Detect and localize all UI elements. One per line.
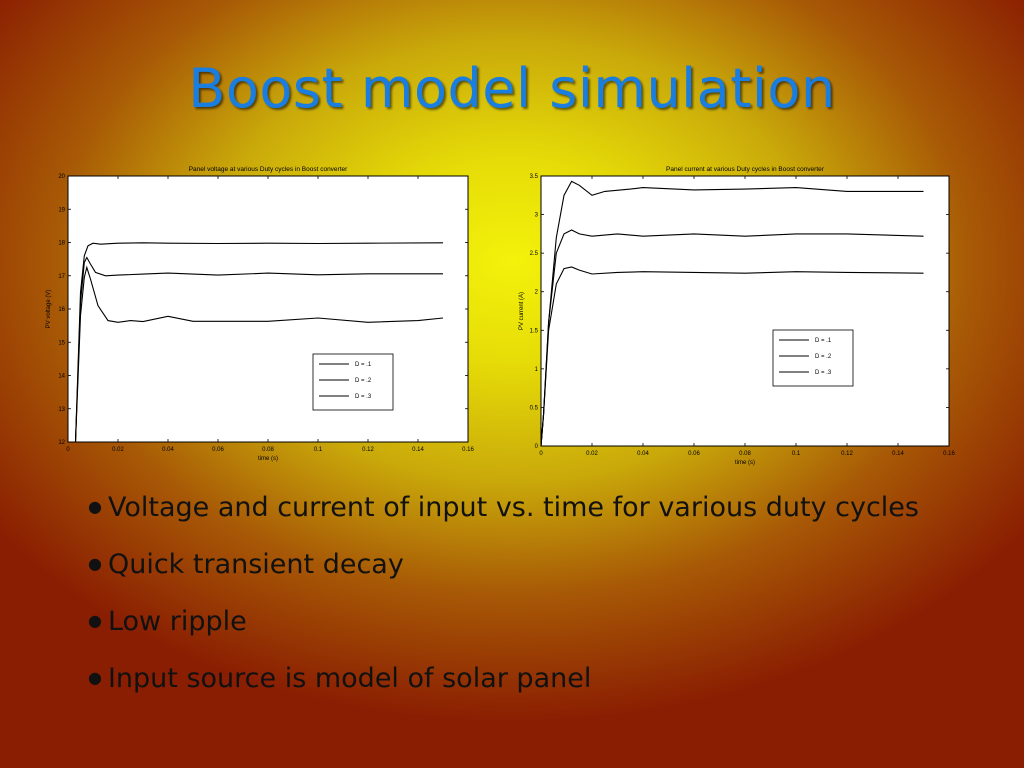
chart-title: Panel current at various Duty cycles in … — [666, 166, 825, 173]
bullet-list: ● Voltage and current of input vs. time f… — [88, 488, 968, 716]
legend-label: D = .3 — [815, 370, 832, 376]
series-line — [74, 242, 444, 443]
bullet-text: Quick transient decay — [107, 549, 404, 580]
bullet-dot-icon: ● — [88, 611, 102, 630]
x-tick-label: 0.16 — [943, 451, 955, 457]
x-tick-label: 0.12 — [362, 447, 374, 453]
y-tick-label: 12 — [58, 440, 65, 446]
bullet-dot-icon: ● — [88, 554, 102, 573]
y-tick-label: 20 — [58, 174, 65, 180]
legend-box — [772, 329, 854, 387]
y-tick-label: 0 — [535, 444, 539, 450]
x-tick-label: 0 — [66, 447, 70, 453]
y-tick-label: 1 — [535, 367, 539, 373]
x-tick-label: 0.1 — [314, 447, 323, 453]
bullet-dot-icon: ● — [88, 497, 102, 516]
bullet-text: Input source is model of solar panel — [107, 663, 592, 694]
bullet-dot-icon: ● — [88, 668, 102, 687]
y-tick-label: 16 — [58, 307, 65, 313]
plot-area — [540, 175, 950, 447]
x-tick-label: 0.04 — [637, 451, 649, 457]
legend-label: D = .2 — [355, 378, 372, 384]
x-tick-label: 0.06 — [212, 447, 224, 453]
y-tick-label: 3.5 — [530, 174, 539, 180]
bullet-text: Voltage and current of input vs. time fo… — [107, 492, 919, 523]
bullet-text: Low ripple — [107, 606, 247, 637]
series-line — [540, 180, 924, 447]
legend-label: D = .2 — [815, 354, 832, 360]
y-tick-label: 15 — [58, 340, 65, 346]
series-line — [74, 256, 443, 443]
x-tick-label: 0.02 — [112, 447, 124, 453]
y-tick-label: 19 — [58, 207, 65, 213]
bullet-item: ● Voltage and current of input vs. time f… — [88, 488, 968, 527]
slide-title: Boost model simulation — [188, 57, 836, 120]
x-axis-label: time (s) — [258, 456, 278, 462]
x-tick-label: 0.16 — [462, 447, 474, 453]
current-chart: Panel current at various Duty cycles in … — [511, 160, 961, 468]
x-tick-label: 0.06 — [688, 451, 700, 457]
y-axis-label: PV voltage (V) — [46, 290, 52, 329]
chart-title: Panel voltage at various Duty cycles in … — [189, 166, 348, 173]
legend-label: D = .1 — [355, 362, 372, 368]
x-tick-label: 0 — [539, 451, 543, 457]
bullet-item: ● Input source is model of solar panel — [88, 659, 968, 698]
series-line — [540, 229, 924, 447]
y-tick-label: 14 — [58, 374, 65, 380]
legend-box — [312, 353, 394, 411]
y-tick-label: 2.5 — [530, 251, 539, 257]
x-tick-label: 0.08 — [739, 451, 751, 457]
series-line — [540, 266, 924, 447]
x-tick-label: 0.12 — [841, 451, 853, 457]
plot-area — [67, 175, 469, 443]
bullet-item: ● Quick transient decay — [88, 545, 968, 584]
legend-label: D = .1 — [815, 338, 832, 344]
x-tick-label: 0.1 — [792, 451, 801, 457]
voltage-chart: Panel voltage at various Duty cycles in … — [38, 160, 480, 466]
series-line — [74, 265, 444, 443]
y-tick-label: 1.5 — [530, 328, 539, 334]
y-tick-label: 18 — [58, 241, 65, 247]
chart-svg: Panel current at various Duty cycles in … — [519, 166, 955, 466]
x-axis-label: time (s) — [735, 460, 755, 466]
chart-svg: Panel voltage at various Duty cycles in … — [46, 166, 474, 462]
y-tick-label: 17 — [58, 274, 65, 280]
x-tick-label: 0.14 — [892, 451, 904, 457]
y-tick-label: 2 — [535, 290, 539, 296]
x-tick-label: 0.08 — [262, 447, 274, 453]
x-tick-label: 0.04 — [162, 447, 174, 453]
y-tick-label: 13 — [58, 407, 65, 413]
legend-label: D = .3 — [355, 394, 372, 400]
bullet-item: ● Low ripple — [88, 602, 968, 641]
x-tick-label: 0.14 — [412, 447, 424, 453]
y-axis-label: PV current (A) — [519, 292, 525, 330]
x-tick-label: 0.02 — [586, 451, 598, 457]
y-tick-label: 3 — [535, 213, 539, 219]
y-tick-label: 0.5 — [530, 405, 539, 411]
